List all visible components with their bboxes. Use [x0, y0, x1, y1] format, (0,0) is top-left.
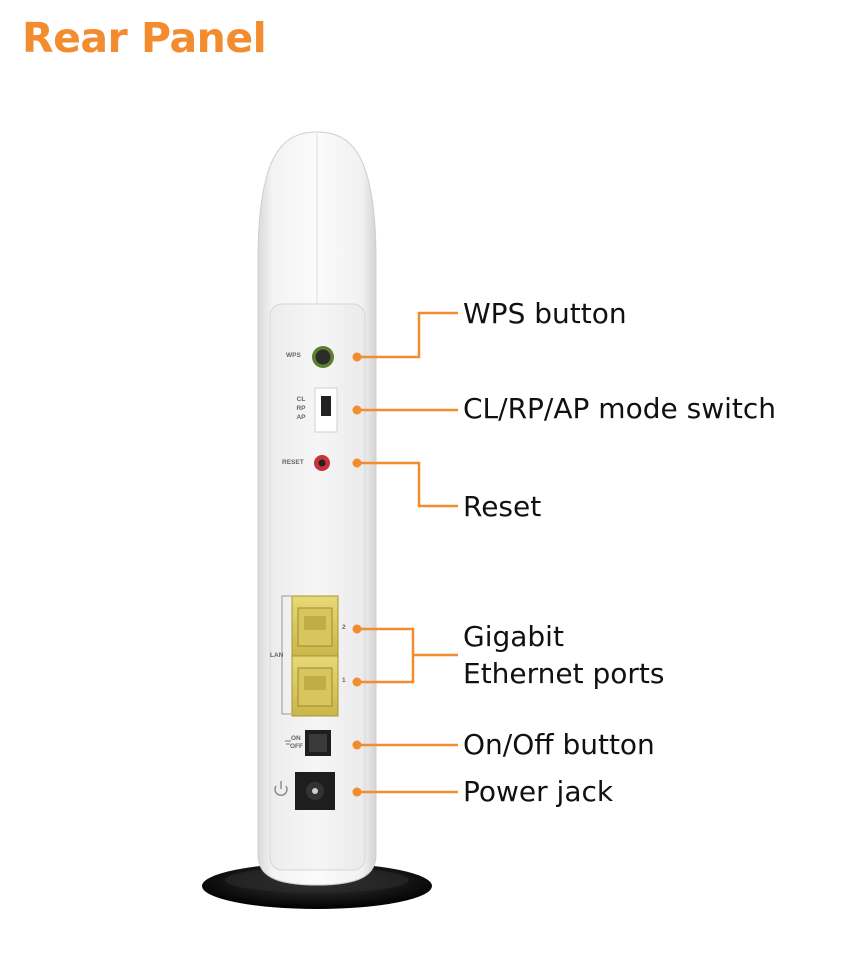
power-jack-label: Power jack [463, 775, 614, 808]
callout-dots [352, 352, 362, 797]
page-title: Rear Panel [22, 14, 267, 62]
on-text: ON [291, 735, 301, 742]
ethernet-callout-line [357, 627, 458, 684]
reset-label: Reset [463, 490, 542, 523]
wps-text: WPS [286, 352, 301, 359]
onoff-button-graphic [285, 730, 331, 756]
router-body [257, 131, 377, 886]
port-number-1: 1 [342, 677, 346, 684]
wps-button-graphic [312, 346, 334, 368]
reset-callout-line [357, 461, 458, 508]
wps-button-label: WPS button [463, 297, 627, 330]
onoff-button-label: On/Off button [463, 728, 655, 761]
power-jack-graphic [295, 772, 335, 810]
mode-switch-label: CL/RP/AP mode switch [463, 392, 776, 425]
ethernet-label-line1: Gigabit [463, 620, 564, 653]
reset-text: RESET [282, 459, 304, 466]
ethernet-port-2 [291, 595, 339, 657]
off-text: OFF [290, 743, 303, 750]
port-number-2: 2 [342, 624, 346, 631]
ethernet-label-line2: Ethernet ports [463, 657, 665, 690]
lan-bracket [281, 595, 291, 715]
wps-callout-line [357, 311, 458, 359]
mode-switch-graphic [314, 387, 338, 433]
power-icon [274, 781, 288, 796]
lan-text: LAN [270, 652, 284, 659]
ethernet-port-1 [291, 655, 339, 717]
mode-option-rp: RP [296, 405, 306, 412]
mode-option-ap: AP [296, 414, 306, 421]
mode-option-cl: CL [296, 396, 306, 403]
reset-hole-graphic [314, 455, 330, 471]
callout-lines [357, 311, 458, 794]
